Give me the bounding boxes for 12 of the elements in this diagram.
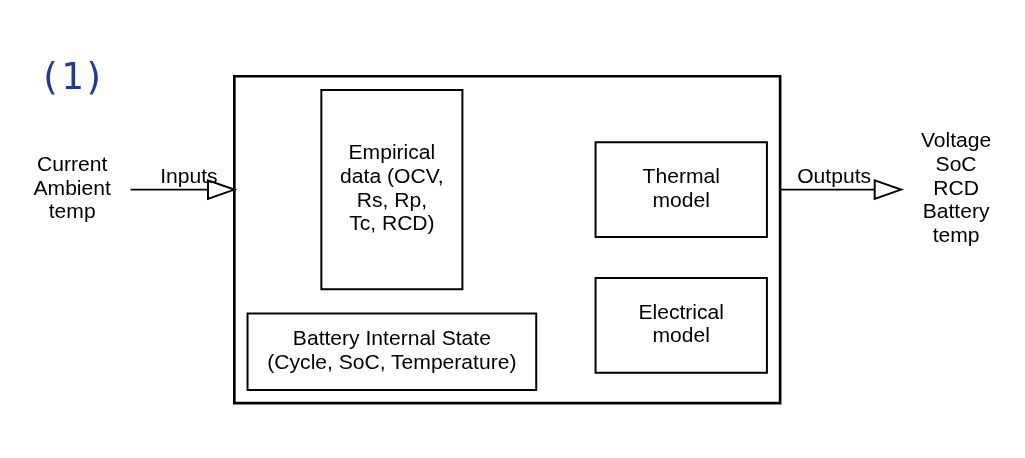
node-text: Current Ambient temp [33, 151, 111, 222]
node-text: Voltage SoC RCD Battery temp [920, 127, 992, 246]
node-box: Empirical data (OCV, Rs, Rp, Tc, RCD) [320, 88, 464, 290]
node-box: Thermal model [594, 140, 768, 238]
label: (1) [38, 54, 106, 98]
edge-label: Inputs [160, 163, 218, 187]
arrow [129, 178, 238, 200]
node-box: Battery Internal State (Cycle, SoC, Temperature) [246, 312, 538, 391]
arrow [779, 178, 905, 200]
node-box: Electrical model [594, 276, 768, 374]
cluster [233, 74, 782, 404]
edge-label: Outputs [797, 163, 872, 187]
